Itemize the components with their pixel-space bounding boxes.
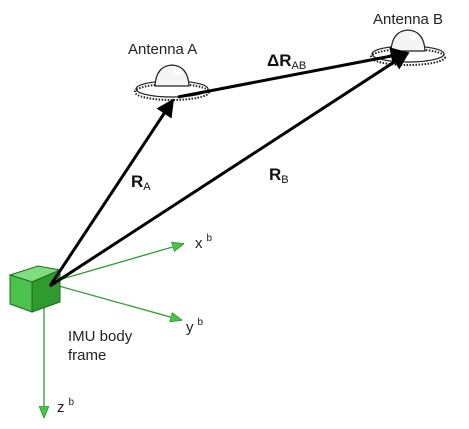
vector-ra — [48, 98, 175, 287]
vector-rb — [49, 51, 410, 288]
ra-label: RA — [131, 172, 151, 193]
rb-label: RB — [269, 165, 289, 186]
y-axis — [47, 282, 181, 320]
vector-delta-rab — [177, 47, 409, 99]
antenna-b-label: Antenna B — [373, 11, 443, 28]
imu-cube — [8, 265, 62, 313]
antenna-b-icon — [370, 29, 446, 66]
imu-label-line1: IMU body — [68, 328, 133, 345]
antenna-a-icon — [134, 64, 210, 101]
x-axis — [47, 244, 183, 284]
imu-label-line2: frame — [68, 347, 106, 364]
antenna-a-label: Antenna A — [128, 41, 197, 58]
delta-rab-label: ΔRAB — [267, 51, 306, 72]
